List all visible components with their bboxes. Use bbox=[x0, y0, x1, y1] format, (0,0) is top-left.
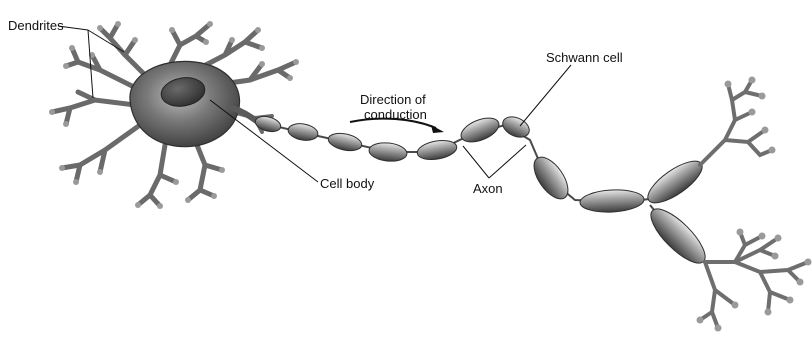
direction-label-line1: Direction of bbox=[360, 92, 426, 107]
schwann-cell-label: Schwann cell bbox=[546, 50, 623, 65]
dendrites-label: Dendrites bbox=[8, 18, 64, 33]
cell-body-label: Cell body bbox=[320, 176, 374, 191]
axon-leader-2 bbox=[489, 145, 526, 178]
schwann-cell-leader bbox=[520, 65, 571, 126]
axon-label: Axon bbox=[473, 181, 503, 196]
axon-terminals-lower bbox=[700, 232, 808, 328]
direction-label-line2: conduction bbox=[364, 107, 427, 122]
axon-leader-1 bbox=[463, 146, 489, 178]
cell-body-leader bbox=[210, 100, 318, 182]
cell-body bbox=[130, 61, 258, 146]
